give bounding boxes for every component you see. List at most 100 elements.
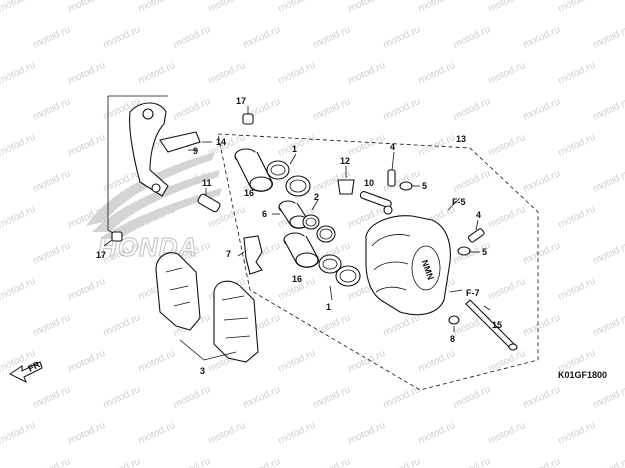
watermark-text: motod.ru — [102, 312, 142, 339]
watermark-text: motod.ru — [417, 0, 457, 15]
brand-wing — [86, 152, 215, 226]
watermark-text: motod.ru — [0, 24, 2, 51]
watermark-text: motod.ru — [557, 204, 597, 231]
callout-15: 15 — [492, 320, 502, 330]
watermark-text: motod.ru — [242, 384, 282, 411]
callout-17-top: 17 — [236, 96, 246, 106]
piston-seal-small — [302, 214, 336, 243]
direction-arrow — [9, 361, 43, 384]
ref-f5: F-5 — [452, 197, 466, 207]
pad-clip — [243, 235, 263, 275]
callout-16-lower: 16 — [292, 274, 302, 284]
watermark-text: motod.ru — [67, 348, 107, 375]
callout-14: 14 — [216, 137, 226, 147]
watermark-text: motod.ru — [242, 24, 282, 51]
brake-pad-inner — [213, 280, 259, 363]
callout-10: 10 — [364, 178, 374, 188]
watermark-text: motod.ru — [0, 96, 2, 123]
watermark-text: motod.ru — [557, 276, 597, 303]
callout-17-lower: 17 — [96, 250, 106, 260]
watermark-text: motod.ru — [32, 384, 72, 411]
watermark-text: motod.ru — [452, 456, 492, 468]
watermark-text: motod.ru — [382, 24, 422, 51]
piston-seal-upper — [266, 160, 311, 197]
watermark-text: motod.ru — [32, 456, 72, 468]
callout-5-top: 5 — [422, 181, 427, 191]
watermark-text: motod.ru — [347, 0, 387, 15]
watermark-text: motod.ru — [312, 96, 352, 123]
watermark-text: motod.ru — [522, 456, 562, 468]
piston-seal-lower — [318, 254, 361, 287]
watermark-text: motod.ru — [452, 96, 492, 123]
watermark-text: motod.ru — [67, 60, 107, 87]
callout-8: 8 — [450, 334, 455, 344]
watermark-text: motod.ru — [487, 348, 527, 375]
watermark-text: motod.ru — [207, 0, 247, 15]
watermark-text: motod.ru — [67, 0, 107, 15]
watermark-text: motod.ru — [522, 240, 562, 267]
ref-f7: F-7 — [466, 288, 480, 298]
leader-lines — [188, 141, 491, 311]
callout-12: 12 — [340, 156, 350, 166]
watermark-text: motod.ru — [417, 348, 457, 375]
caliper-body: NMN — [365, 215, 451, 316]
watermark-text: motod.ru — [277, 60, 317, 87]
watermark-text: motod.ru — [452, 168, 492, 195]
watermark-text: motod.ru — [137, 348, 177, 375]
callout-5-right: 5 — [482, 247, 487, 257]
watermark-text: motod.ru — [382, 456, 422, 468]
screw-8 — [448, 315, 460, 332]
watermark-text: motod.ru — [137, 0, 177, 15]
watermark-text: motod.ru — [102, 384, 142, 411]
watermark-text: motod.ru — [487, 60, 527, 87]
watermark-text: motod.ru — [137, 60, 177, 87]
watermark-text: motod.ru — [0, 60, 37, 87]
piston-small — [278, 200, 310, 229]
bolt-17-lower — [103, 231, 123, 247]
watermark-text: motod.ru — [242, 456, 282, 468]
watermark-text: motod.ru — [0, 456, 2, 468]
callout-6: 6 — [262, 209, 267, 219]
watermark-text: motod.ru — [382, 96, 422, 123]
watermark-text: motod.ru — [592, 240, 625, 267]
pad-spring — [159, 131, 201, 153]
watermark-text: motod.ru — [487, 276, 527, 303]
callout-1-upper: 1 — [292, 144, 297, 154]
watermark-text: motod.ru — [172, 24, 212, 51]
watermark-text: motod.ru — [277, 0, 317, 15]
watermark-text: motod.ru — [417, 60, 457, 87]
watermark-text: motod.ru — [67, 132, 107, 159]
brake-pad-outer — [155, 252, 201, 331]
watermark-text: motod.ru — [592, 312, 625, 339]
watermark-text: motod.ru — [452, 384, 492, 411]
watermark-text: motod.ru — [347, 60, 387, 87]
watermark-text: motod.ru — [347, 348, 387, 375]
assembly-outline — [217, 133, 539, 391]
pin-bolt-11 — [197, 188, 221, 213]
watermark-text: motod.ru — [0, 240, 2, 267]
watermark-text: motod.ru — [0, 384, 2, 411]
watermark-text: motod.ru — [0, 0, 37, 15]
callout-2: 2 — [314, 192, 319, 202]
watermark-text: motod.ru — [32, 240, 72, 267]
watermark-text: motod.ru — [312, 456, 352, 468]
watermark-text: motod.ru — [137, 420, 177, 447]
watermark-text: motod.ru — [452, 24, 492, 51]
watermark-text: motod.ru — [102, 456, 142, 468]
watermark-text: motod.ru — [0, 420, 37, 447]
callout-4-top: 4 — [390, 142, 395, 152]
brand-wing — [92, 170, 220, 232]
watermark-text: motod.ru — [522, 24, 562, 51]
watermark-text: motod.ru — [592, 384, 625, 411]
watermark-text: motod.ru — [557, 132, 597, 159]
watermark-text: motod.ru — [487, 0, 527, 15]
callout-13: 13 — [456, 134, 466, 144]
watermark-text: motod.ru — [347, 132, 387, 159]
cap-12 — [337, 166, 355, 195]
watermark-text: motod.ru — [277, 348, 317, 375]
callout-3: 3 — [200, 366, 205, 376]
watermark-text: motod.ru — [312, 384, 352, 411]
bleeder-screw-right — [457, 219, 485, 256]
